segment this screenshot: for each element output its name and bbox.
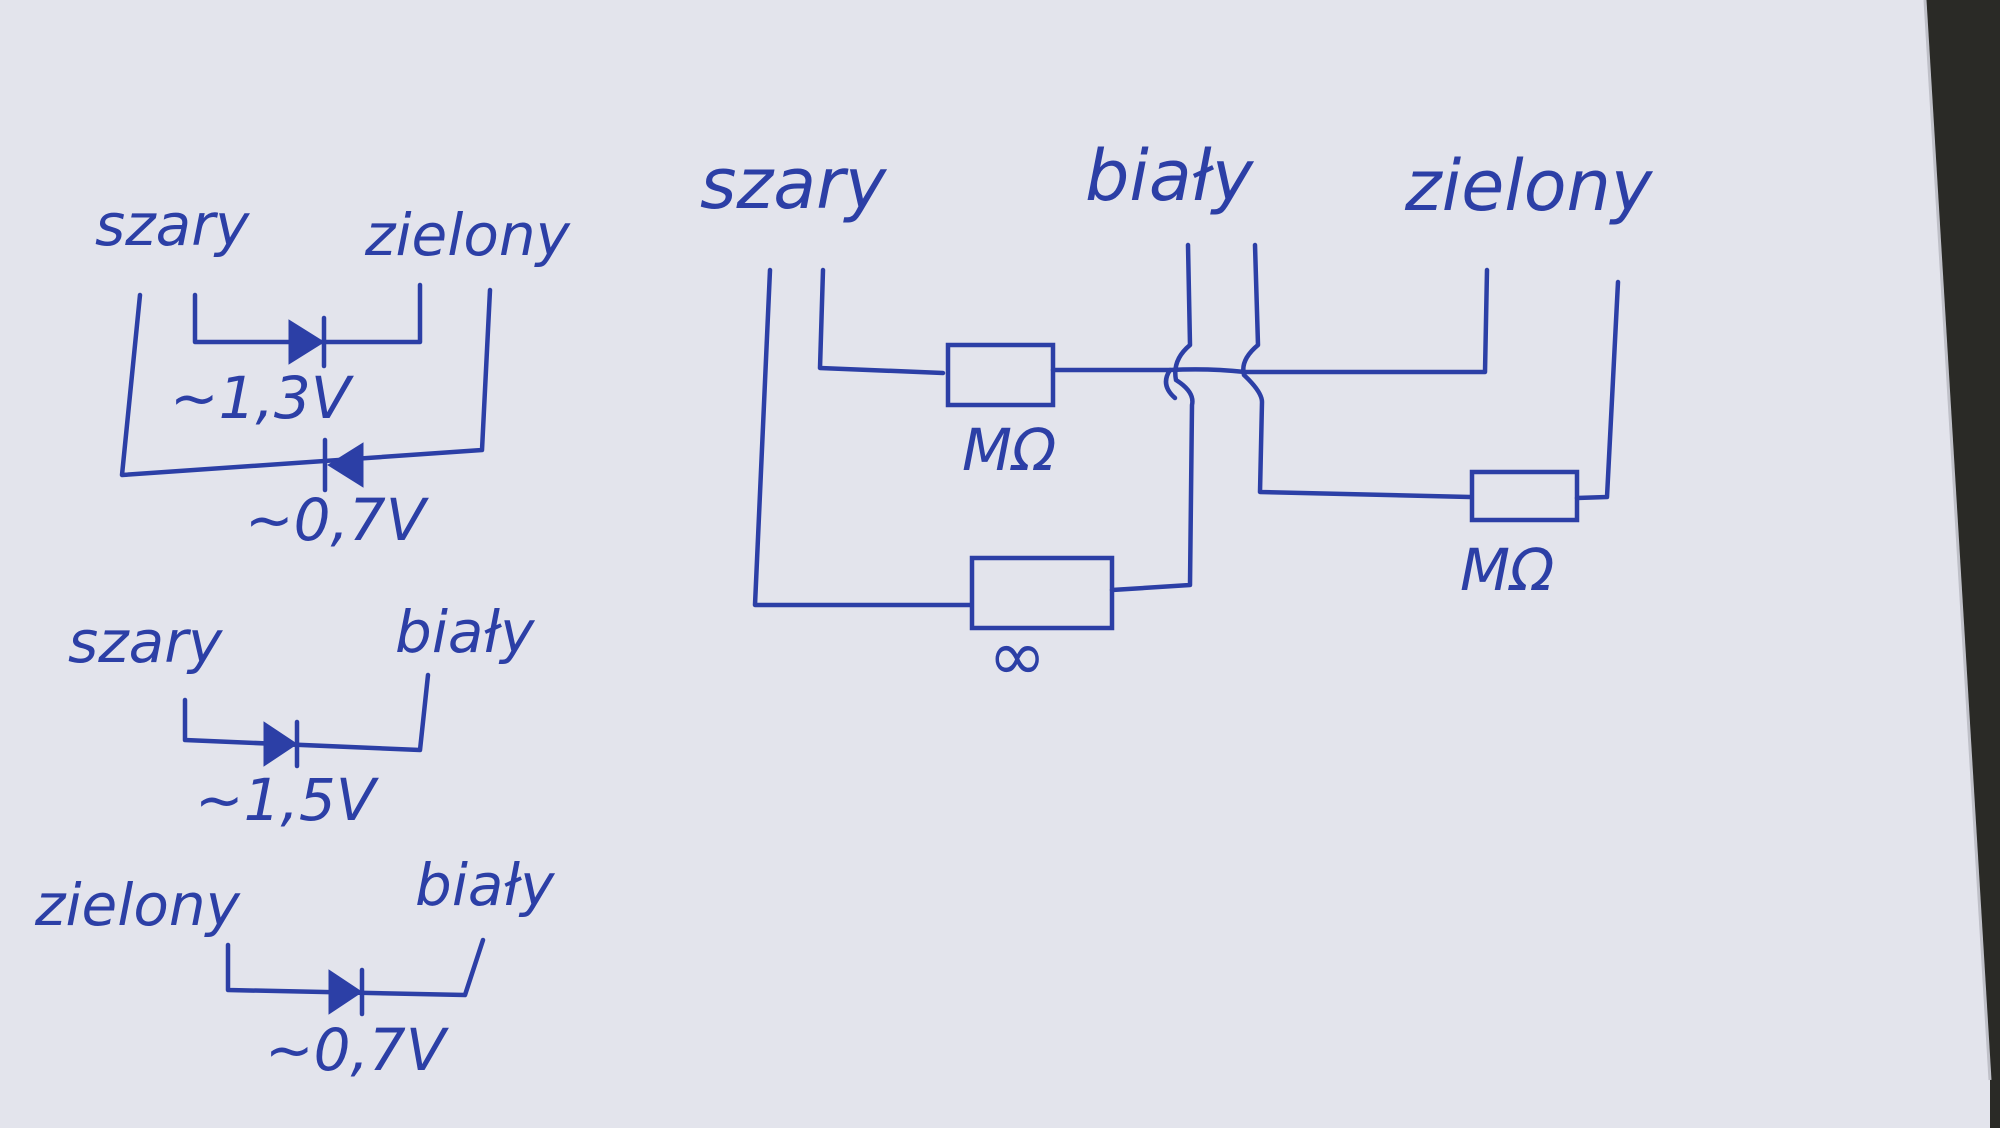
circuit-wire-r1-left — [817, 267, 946, 376]
d3-diode-icon — [328, 969, 363, 1015]
d3-left-label: zielony — [34, 871, 241, 939]
d1-reverse-diode-icon — [327, 442, 364, 488]
diagram-gray-white: szary biały ~1,5V — [68, 598, 535, 834]
diagram-gray-green: szary zielony ~1,3V ~0,7V — [95, 191, 571, 554]
circuit-wire-white-left — [1109, 242, 1195, 593]
d2-diode-icon — [263, 721, 298, 767]
d1-left-label: szary — [95, 191, 250, 259]
circuit-label-left: szary — [700, 143, 888, 225]
d1-right-label: zielony — [364, 201, 571, 269]
circuit-wire-gray-outer — [752, 267, 973, 608]
diagram-green-white: zielony biały ~0,7V — [34, 851, 555, 1084]
circuit-wire-green-outer — [1574, 279, 1621, 501]
resistor-1-value: MΩ — [962, 416, 1056, 484]
d2-voltage: ~1,5V — [195, 766, 380, 834]
resistor-1 — [945, 342, 1056, 408]
d1-reverse-voltage: ~0,7V — [245, 486, 430, 554]
d2-left-label: szary — [68, 608, 223, 676]
d2-right-label: biały — [395, 598, 535, 666]
circuit-wire-white-right — [1241, 242, 1473, 500]
resistor-3-value: MΩ — [1460, 536, 1554, 604]
circuit-crossover — [1167, 367, 1248, 375]
d1-forward-diode-icon — [288, 319, 325, 365]
circuit-label-right: zielony — [1404, 145, 1654, 227]
resistor-2 — [969, 555, 1115, 631]
resistor-circuit: szary biały zielony MΩ ∞ MΩ — [700, 135, 1654, 697]
d2-wire — [182, 672, 431, 753]
paper-edge-shadow — [1923, 0, 1992, 1081]
d3-right-label: biały — [415, 851, 555, 919]
d3-voltage: ~0,7V — [265, 1016, 450, 1084]
d1-outer-wire — [119, 287, 493, 478]
resistor-2-value: ∞ — [988, 615, 1046, 697]
d1-forward-voltage: ~1,3V — [170, 364, 355, 432]
circuit-label-middle: biały — [1085, 135, 1255, 217]
